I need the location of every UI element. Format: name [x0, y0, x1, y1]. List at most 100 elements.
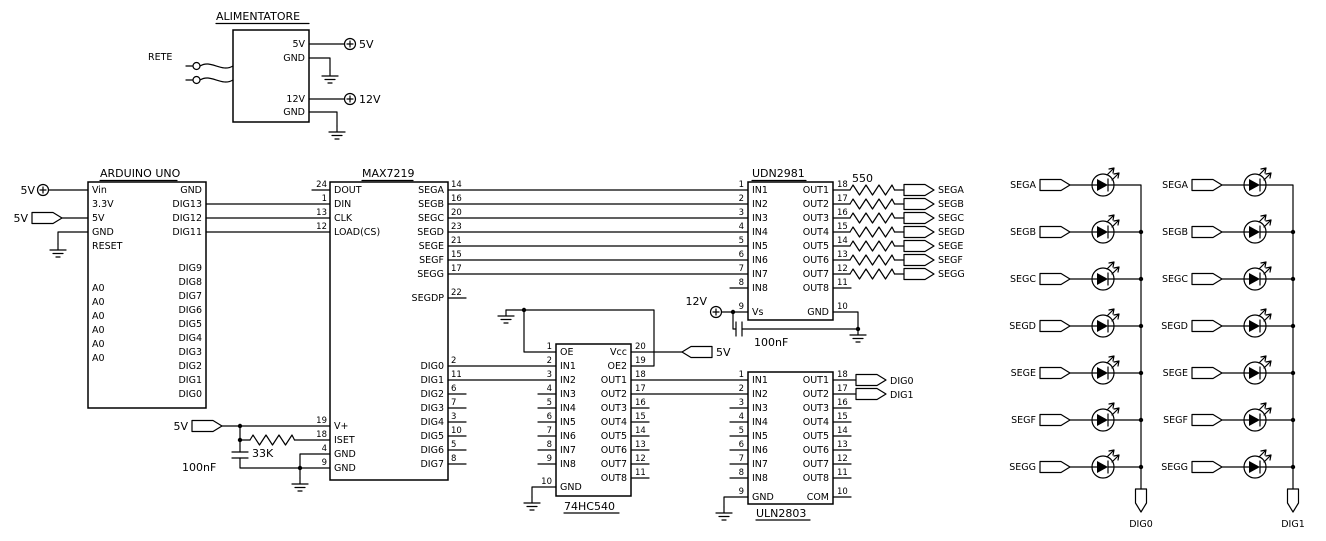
pin-number: 6 [547, 412, 552, 422]
net-label: SEGE [1011, 368, 1036, 379]
pin-number: 10 [541, 477, 552, 487]
net-label: 5V [716, 346, 731, 359]
pin-number: 8 [547, 440, 552, 450]
pin-label: IN7 [752, 459, 768, 470]
net-tag-icon [1039, 225, 1071, 239]
pin-number: 16 [451, 194, 462, 204]
pin-label: IN6 [560, 431, 576, 442]
psu-body [232, 29, 310, 123]
max7219-body [329, 181, 449, 481]
pin-label: SEGDP [412, 293, 445, 304]
pin-number: 15 [837, 412, 848, 422]
pin-label: OUT8 [601, 473, 627, 484]
ground-icon [328, 125, 346, 140]
pin-label: DIG3 [178, 347, 202, 358]
pin-number: 2 [451, 356, 456, 366]
led-icon [1091, 449, 1120, 479]
pin-number: 18 [837, 180, 848, 190]
pin-label: A0 [92, 297, 105, 308]
net-tag-icon [855, 387, 887, 401]
pin-label: DIG6 [178, 305, 202, 316]
net-tag-icon [903, 197, 935, 211]
pin-label: IN5 [560, 417, 576, 428]
net-label: SEGC [1010, 274, 1036, 285]
pin-label: GND [807, 307, 829, 318]
udn2981-wires [720, 189, 905, 330]
display-dig0: SEGA SEGB SEGC SEGD SEGE SEGF SEGG DIG0 [1009, 167, 1153, 530]
pin-number: 9 [547, 454, 552, 464]
pin-number: 23 [451, 222, 462, 232]
led-icon [1243, 355, 1272, 385]
pin-number: 1 [322, 194, 327, 204]
pin-label: IN1 [752, 375, 768, 386]
arduino-wires [47, 189, 331, 245]
pin-number: 20 [635, 342, 646, 352]
pin-number: 18 [316, 430, 327, 440]
pin-label: IN2 [560, 375, 576, 386]
junction-dot [297, 465, 303, 471]
uln2803: ULN2803 DIG0 DIG1 IN1 IN2 IN3 IN4 IN5 IN… [715, 370, 914, 521]
pin-label: GND [334, 449, 356, 460]
pin-label: SEGE [419, 241, 444, 252]
pin-number: 13 [635, 440, 646, 450]
pin-label: SEGA [418, 185, 444, 196]
pin-label: Vin [92, 185, 107, 196]
pin-label: 3.3V [92, 199, 114, 210]
pin-label: GND [283, 107, 305, 118]
net-tag-icon [903, 211, 935, 225]
pin-label: DIG11 [172, 227, 202, 238]
pin-label: DOUT [334, 185, 362, 196]
pin-number: 11 [837, 278, 848, 288]
power-icon [36, 183, 50, 197]
net-label: SEGB [938, 199, 964, 210]
junction-dot [1138, 370, 1144, 376]
pin-number: 8 [451, 454, 456, 464]
net-tag-icon [1039, 272, 1071, 286]
pin-label: OUT4 [803, 227, 829, 238]
pin-number: 16 [837, 398, 848, 408]
net-tag-icon [1191, 272, 1223, 286]
pin-label: OUT8 [803, 473, 829, 484]
net-label: SEGE [1163, 368, 1188, 379]
pin-number: 13 [837, 250, 848, 260]
arduino-body [87, 181, 207, 409]
pin-label: OUT6 [601, 445, 627, 456]
pin-label: OUT5 [601, 431, 627, 442]
pin-number: 9 [322, 458, 327, 468]
pin-number: 10 [451, 426, 462, 436]
net-label: SEGA [938, 185, 964, 196]
net-tag-icon [1039, 460, 1071, 474]
power-icon [343, 37, 357, 51]
pin-label: DIG4 [420, 417, 444, 428]
pin-label: DIG9 [178, 263, 202, 274]
pin-number: 8 [739, 278, 744, 288]
pin-label: OUT4 [601, 417, 627, 428]
pin-label: OUT2 [803, 389, 829, 400]
pin-label: GND [180, 185, 202, 196]
pin-label: IN7 [560, 445, 576, 456]
net-tag-icon [1191, 413, 1223, 427]
pin-number: 17 [837, 194, 848, 204]
pin-label: DIG7 [178, 291, 202, 302]
max7219-wires [221, 189, 749, 479]
pin-label: DIN [334, 199, 351, 210]
junction-dot [855, 326, 861, 332]
pin-label: RESET [92, 241, 123, 252]
pin-label: OUT1 [803, 375, 829, 386]
pin-label: SEGB [418, 199, 444, 210]
junction-dot [1290, 464, 1296, 470]
net-label: SEGD [1009, 321, 1036, 332]
led-icon [1091, 402, 1120, 432]
pin-label: DIG1 [178, 375, 202, 386]
pin-label: IN1 [752, 185, 768, 196]
power-icon [709, 305, 723, 319]
pin-label: A0 [92, 325, 105, 336]
net-label: SEGB [1010, 227, 1036, 238]
net-label: SEGF [938, 255, 963, 266]
pin-label: DIG1 [420, 375, 444, 386]
net-label: DIG0 [1129, 519, 1153, 530]
pin-label: DIG3 [420, 403, 444, 414]
net-tag-icon [855, 373, 887, 387]
led-icon [1091, 167, 1120, 197]
